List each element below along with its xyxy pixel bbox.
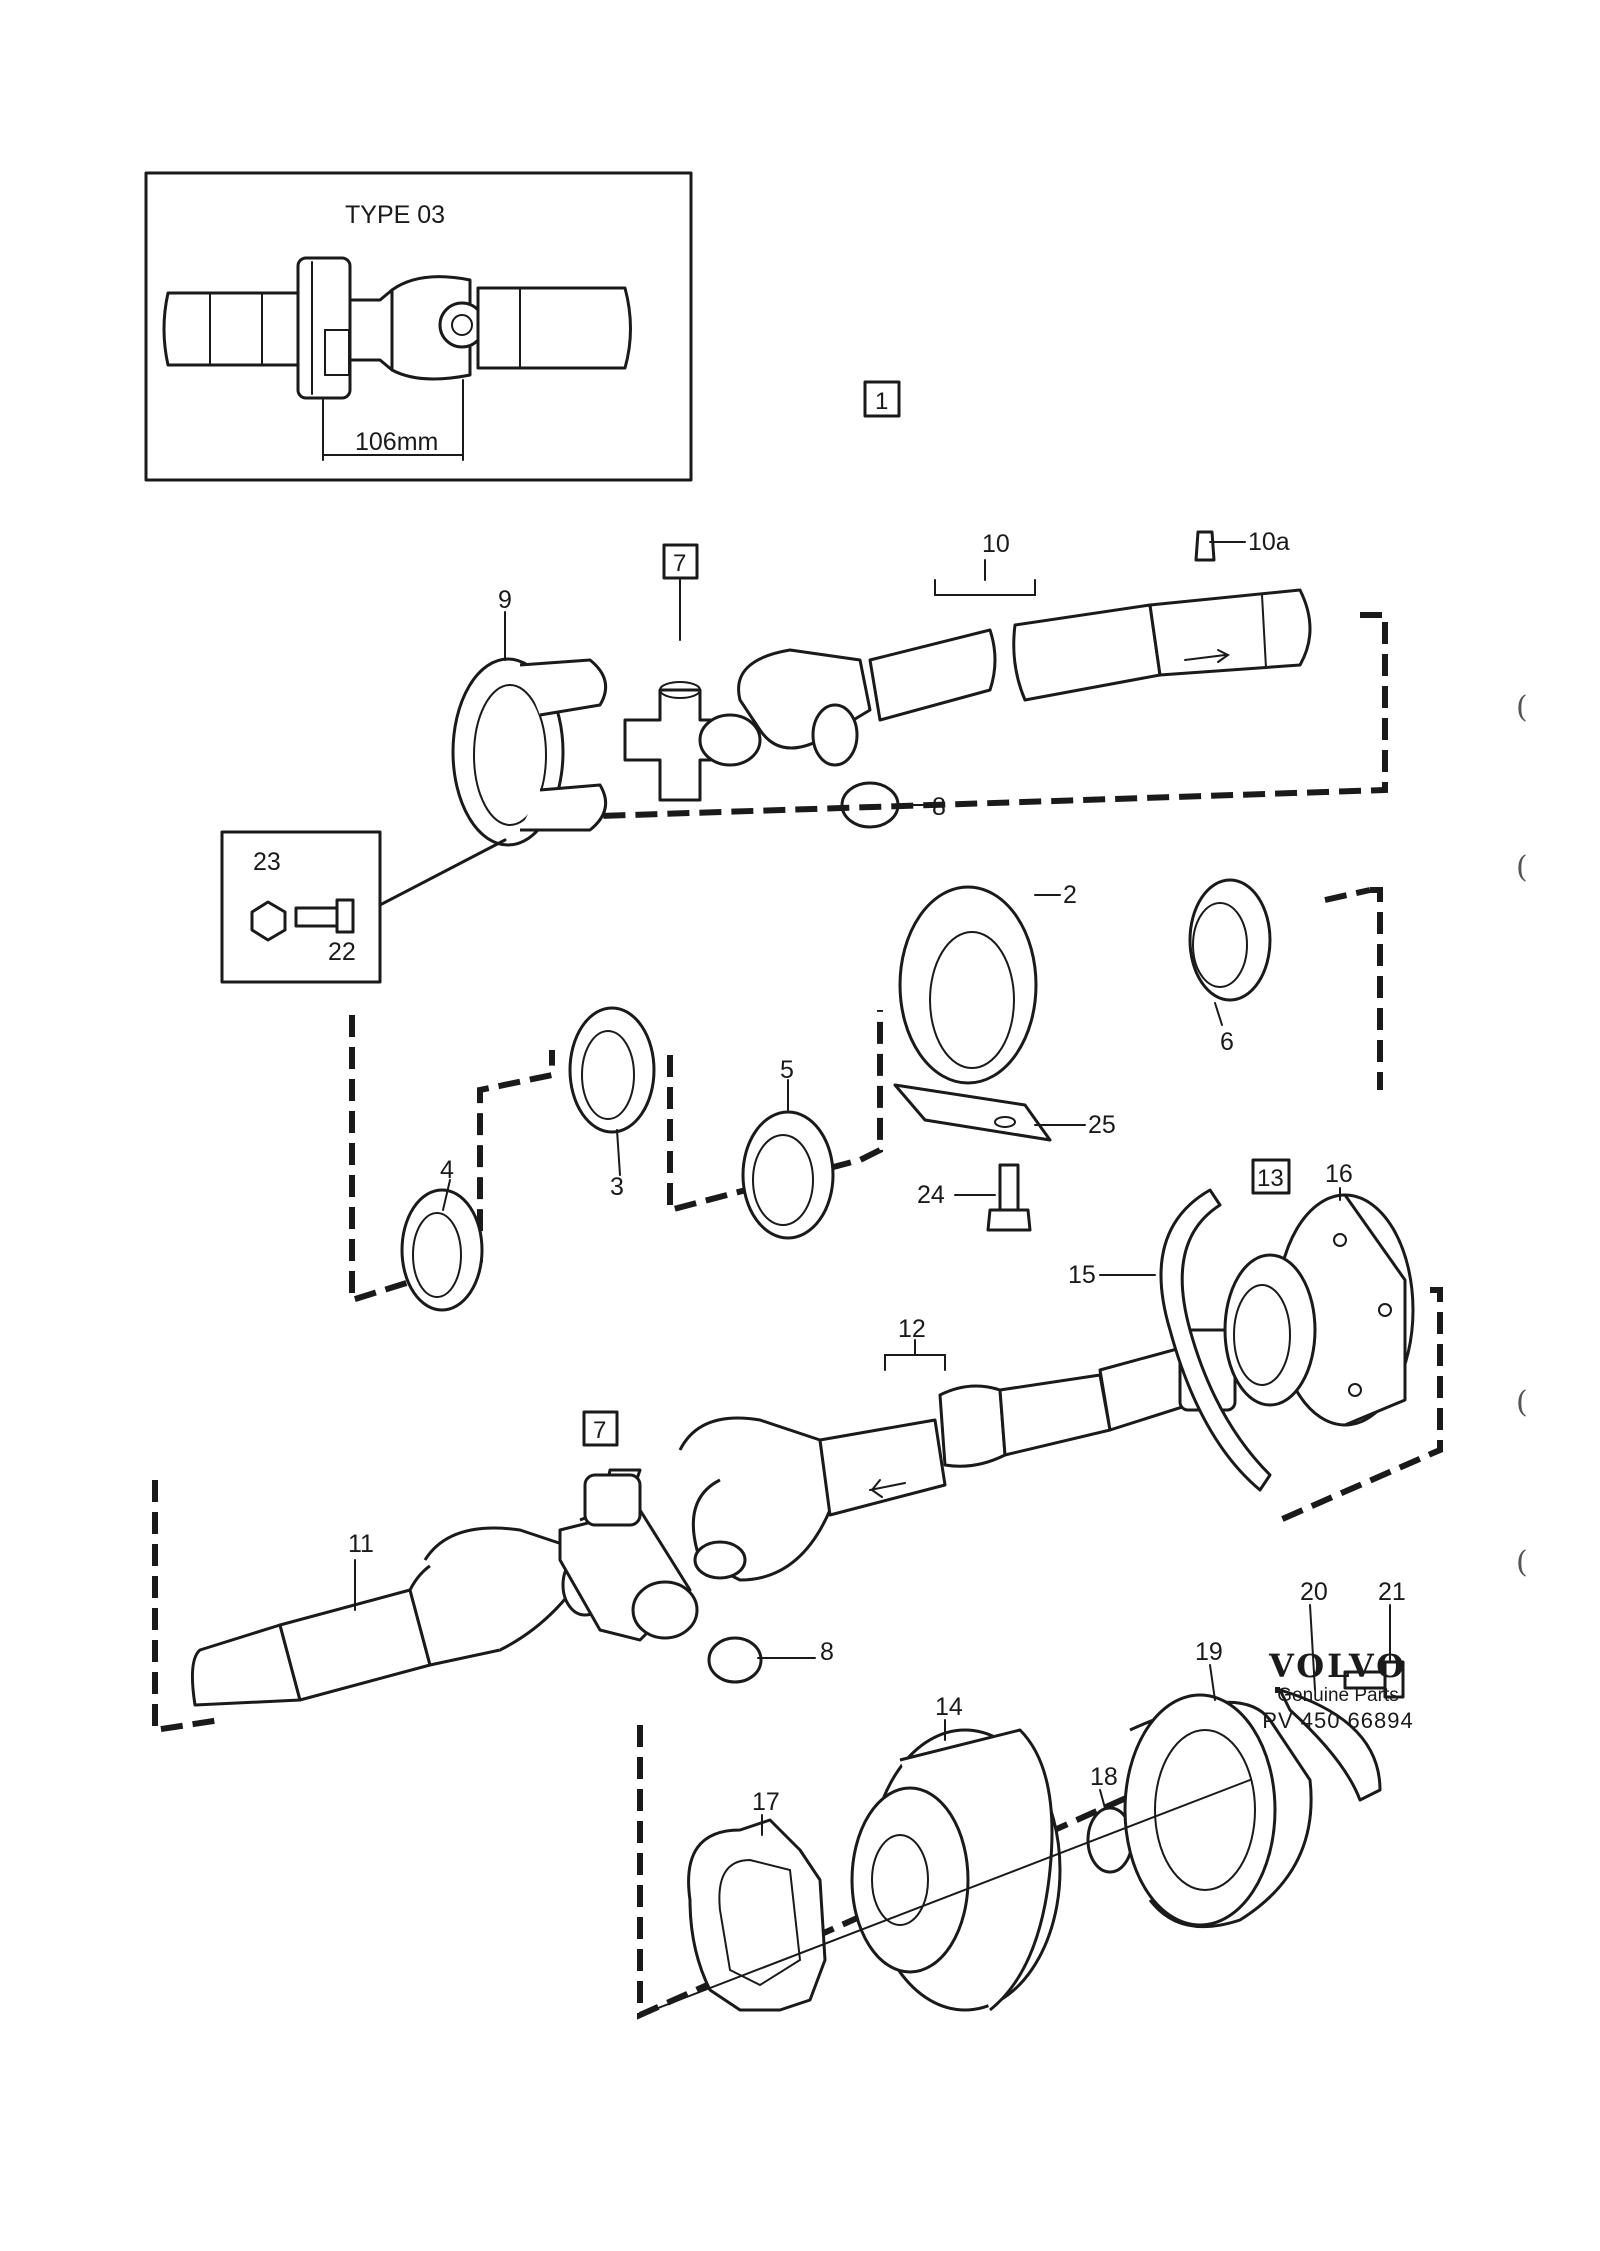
binding-mark: (	[1516, 850, 1528, 885]
inset-yoke	[390, 275, 472, 381]
bearing-collar-5	[741, 1110, 835, 1240]
rear-shaft-yoke	[678, 1416, 832, 1582]
brand-tagline: Genuine Parts	[1277, 1685, 1399, 1706]
callout-21: 21	[1378, 1578, 1406, 1606]
callout-19: 19	[1195, 1638, 1223, 1666]
front-tube	[868, 628, 997, 722]
center-bearing-assembly	[349, 878, 1383, 1312]
binding-mark: (	[1516, 1385, 1528, 1420]
inset-dimension: 106mm	[355, 428, 438, 456]
callout-6: 6	[1220, 1028, 1234, 1056]
callout-10a: 10a	[1248, 528, 1290, 556]
seal-ring-4	[400, 1188, 484, 1312]
callout-14: 14	[935, 1693, 963, 1721]
rear-tube-end	[998, 1373, 1112, 1457]
callout-labels: 2 3 4 5 6 8 8 9 10 10a 11 12 14 15 16 17…	[253, 528, 1406, 1816]
ref-box-7-upper: 7	[662, 543, 699, 580]
ref-box-1: 1	[863, 380, 901, 418]
universal-joint-spider	[623, 688, 732, 802]
callout-4: 4	[440, 1156, 454, 1184]
callout-11: 11	[348, 1530, 374, 1558]
callout-3: 3	[610, 1173, 624, 1201]
svg-text:13: 13	[1257, 1165, 1284, 1192]
binding-mark: (	[1516, 1545, 1528, 1580]
circlip-lower	[707, 1636, 763, 1684]
lock-plate-20	[1278, 1688, 1382, 1802]
splined-stub	[1148, 588, 1312, 677]
rotor-ring-15	[1159, 1188, 1272, 1492]
callout-12: 12	[898, 1315, 926, 1343]
callout-18: 18	[1090, 1763, 1118, 1791]
splined-shaft-11	[190, 1623, 302, 1707]
callout-9: 9	[498, 586, 512, 614]
part-number: PV 450 66894	[1262, 1708, 1414, 1733]
front-shaft-assembly	[451, 530, 1388, 847]
callout-8-upper: 8	[932, 793, 946, 821]
grease-nipple	[1194, 530, 1216, 562]
inset-neck	[348, 288, 394, 372]
mounting-bolt	[998, 1163, 1020, 1212]
callout-8-lower: 8	[820, 1638, 834, 1666]
callout-15: 15	[1068, 1261, 1096, 1289]
brand-block: VOLVO Genuine Parts PV 450 66894	[1218, 1648, 1458, 1734]
callout-17: 17	[752, 1788, 780, 1816]
inset-right-shaft	[476, 286, 632, 370]
rear-tube	[818, 1418, 947, 1517]
ball-bearing-3	[568, 1006, 656, 1134]
binding-mark: (	[1516, 690, 1528, 725]
ref-box-7-lower: 7	[582, 1410, 619, 1447]
dust-cover-6	[1188, 878, 1272, 1002]
svg-text:1: 1	[875, 388, 888, 415]
callout-20: 20	[1300, 1578, 1328, 1606]
callout-25: 25	[1088, 1111, 1116, 1139]
group-outline-1	[479, 612, 1388, 823]
bearing-support-2	[898, 885, 1038, 1085]
callout-5: 5	[780, 1056, 794, 1084]
rear-shaft-assembly	[152, 1187, 1443, 1734]
inset-left-shaft	[162, 291, 302, 367]
group-outline-2	[349, 887, 1383, 1305]
bolt	[294, 906, 343, 928]
callout-2: 2	[1063, 881, 1077, 909]
svg-text:7: 7	[673, 550, 686, 577]
bolt-nut-box	[220, 830, 507, 984]
inset-collar	[296, 256, 352, 400]
inset-frame	[144, 171, 693, 482]
callout-24: 24	[917, 1181, 945, 1209]
nut	[250, 900, 287, 942]
mounting-bracket	[893, 1083, 1052, 1142]
inset-title: TYPE 03	[345, 201, 445, 229]
callout-23: 23	[253, 848, 281, 876]
retainer-plate-17	[687, 1818, 827, 2012]
front-tube-end	[1012, 603, 1162, 702]
flexible-coupling-assembly	[637, 1604, 1405, 2020]
ref-box-13: 13	[1251, 1158, 1291, 1195]
type03-inset: TYPE 03 106mm	[144, 171, 693, 482]
callout-16: 16	[1325, 1160, 1353, 1188]
svg-text:7: 7	[593, 1417, 606, 1444]
callout-22: 22	[328, 938, 356, 966]
callout-10: 10	[982, 530, 1010, 558]
volvo-logo: VOLVO	[1269, 1647, 1407, 1685]
